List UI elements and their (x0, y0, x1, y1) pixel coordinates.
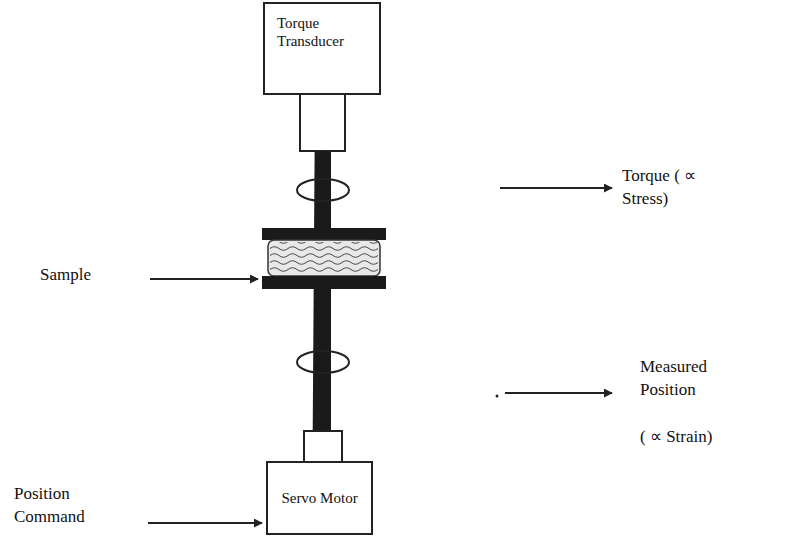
input-label: Position Command (14, 483, 134, 529)
servo-stem (304, 431, 342, 462)
lower-collar (297, 351, 349, 373)
output-label: Measured Position (640, 356, 740, 402)
output-label: ( ∝ Strain) (640, 426, 712, 449)
part-label: Sample (40, 264, 91, 287)
position-arrow (505, 392, 612, 394)
box-title: Torque Transducer (277, 14, 367, 50)
stray-dot (496, 395, 499, 398)
lower-plate (262, 276, 386, 289)
lower-shaft (315, 289, 331, 432)
transducer-box: Torque Transducer (263, 2, 381, 95)
sample-body (268, 240, 380, 276)
upper-collar (297, 179, 349, 201)
transducer-stem (300, 94, 345, 151)
upper-shaft (315, 151, 331, 229)
sample-texture (270, 242, 378, 274)
output-label: Torque ( ∝ Stress) (622, 165, 727, 211)
upper-plate (262, 228, 386, 240)
sample-arrow (150, 278, 258, 280)
torque-arrow (500, 187, 612, 189)
command-arrow (148, 522, 262, 524)
servo-motor-box: Servo Motor (266, 461, 373, 535)
box-title: Servo Motor (281, 489, 357, 507)
